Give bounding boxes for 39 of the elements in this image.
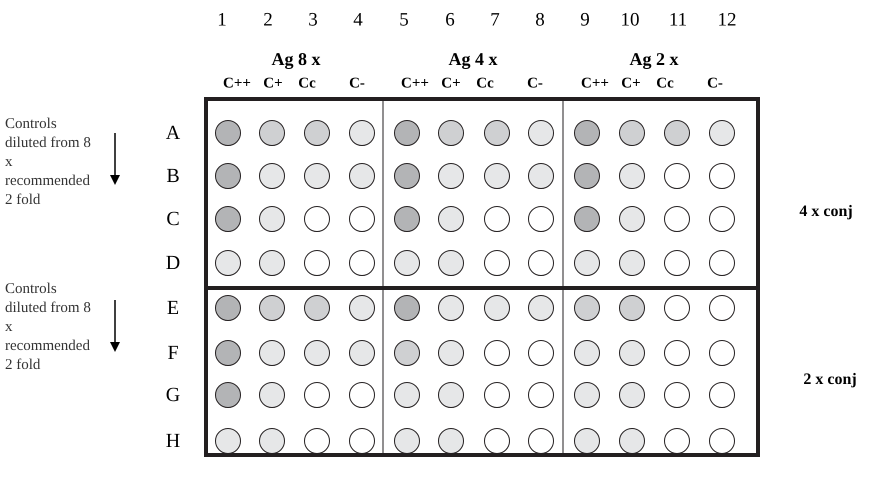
control-label: C+ [621, 76, 641, 92]
control-label: C+ [441, 76, 461, 92]
column-number: 6 [445, 10, 455, 30]
control-label: Cc [298, 76, 316, 92]
group-heading: Ag 2 x [630, 50, 678, 68]
control-label: C++ [581, 76, 609, 92]
conjugate-label: 2 x conj [803, 372, 857, 388]
column-number: 12 [718, 10, 736, 30]
dilution-note: Controls diluted from 8 x recommended 2 fold [5, 115, 92, 210]
group-heading: Ag 8 x [272, 50, 320, 68]
row-letter: A [166, 123, 180, 143]
control-label: C++ [401, 76, 429, 92]
column-number: 10 [620, 10, 640, 30]
dilution-note: Controls diluted from 8 x recommended 2 fold [5, 280, 92, 375]
row-letter: C [166, 209, 180, 229]
column-number: 3 [308, 10, 318, 30]
column-number: 11 [668, 10, 688, 30]
column-number: 2 [263, 10, 273, 30]
column-number: 5 [399, 10, 409, 30]
column-number: 8 [535, 10, 545, 30]
column-number: 7 [490, 10, 500, 30]
row-letter: E [166, 298, 180, 318]
column-number: 4 [353, 10, 363, 30]
control-label: Cc [656, 76, 674, 92]
column-number: 9 [580, 10, 590, 30]
row-letter: G [166, 385, 180, 405]
row-letter: B [166, 166, 180, 186]
column-number: 1 [217, 10, 227, 30]
control-label: C- [527, 76, 543, 92]
control-label: C- [707, 76, 723, 92]
row-letter: H [166, 431, 180, 451]
row-letter: F [167, 343, 179, 363]
control-label: C- [349, 76, 365, 92]
conjugate-label: 4 x conj [799, 204, 853, 220]
control-label: C+ [263, 76, 283, 92]
control-label: Cc [476, 76, 494, 92]
row-letter: D [166, 253, 180, 273]
control-label: C++ [223, 76, 251, 92]
group-heading: Ag 4 x [448, 50, 498, 68]
